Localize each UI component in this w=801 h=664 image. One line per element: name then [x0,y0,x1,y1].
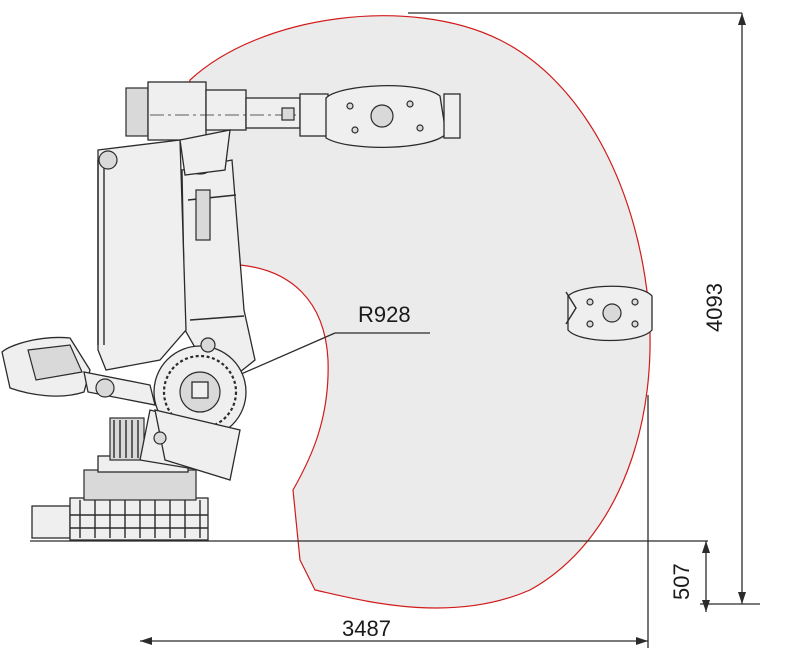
robot-upper-arm-housing [125,81,247,176]
robot-counterweight [1,336,156,406]
robot-wrist-upper [299,85,461,148]
robot-base [31,455,209,541]
robot-upper-arm-tube [150,97,440,129]
reach-dimension: 3487 [140,395,649,648]
robot-wrist-extended [565,285,653,342]
height-dimension: 4093 [700,13,760,605]
depth-label: 507 [669,563,694,600]
reach-label: 3487 [342,616,391,641]
robot-drawing [1,81,653,541]
robot-lower-arm [181,159,256,381]
robot-axis2-gear [153,337,247,481]
robot-parallel-link [97,139,187,371]
radius-label: R928 [358,302,411,327]
height-label: 4093 [702,283,727,332]
depth-dimension: 507 [669,541,710,612]
